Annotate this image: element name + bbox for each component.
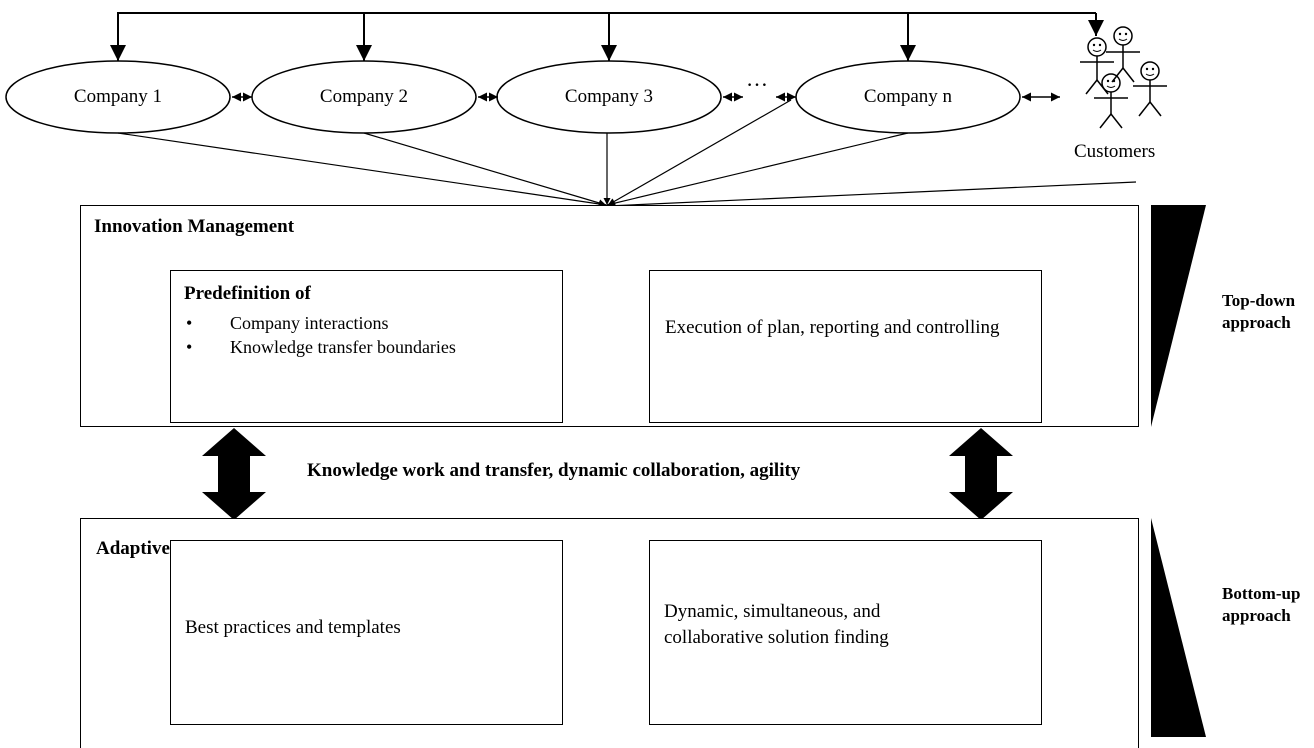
customers-label: Customers (1074, 141, 1156, 162)
execution-box: Execution of plan, reporting and control… (649, 270, 1042, 423)
top-down-label: Top-down approach (1222, 291, 1296, 332)
top-down-triangle (1151, 205, 1206, 427)
best-practices-box: Best practices and templates (170, 540, 563, 725)
right-double-arrow (949, 428, 1013, 520)
dynamic-solution-text: Dynamic, simultaneous, and collaborative… (664, 601, 889, 648)
predefinition-title: Predefinition of (184, 283, 311, 304)
ellipsis-label: … (746, 66, 768, 91)
bottom-up-label: Bottom-up approach (1222, 584, 1301, 625)
execution-text: Execution of plan, reporting and control… (665, 317, 1000, 338)
company-2-label: Company 2 (319, 86, 409, 107)
customer-faces (1092, 32, 1155, 83)
predefinition-box: Predefinition of Company interactions Kn… (170, 270, 563, 423)
predefinition-item: Company interactions (184, 311, 456, 335)
top-distribution-lines (110, 12, 1104, 61)
customers-icon (1080, 26, 1167, 129)
innovation-management-title: Innovation Management (94, 216, 295, 237)
left-double-arrow (202, 428, 266, 520)
dynamic-solution-box: Dynamic, simultaneous, and collaborative… (649, 540, 1042, 725)
converging-lines (117, 99, 1137, 210)
company-3-label: Company 3 (564, 86, 654, 107)
collaboration-label: Knowledge work and transfer, dynamic col… (307, 460, 801, 481)
predefinition-item: Knowledge transfer boundaries (184, 335, 456, 359)
company-n-label: Company n (863, 86, 953, 107)
customer-smiles (1092, 38, 1155, 88)
predefinition-list: Company interactions Knowledge transfer … (184, 311, 456, 359)
company-1-label: Company 1 (73, 86, 163, 107)
best-practices-text: Best practices and templates (185, 617, 401, 638)
bottom-up-triangle (1151, 518, 1206, 737)
